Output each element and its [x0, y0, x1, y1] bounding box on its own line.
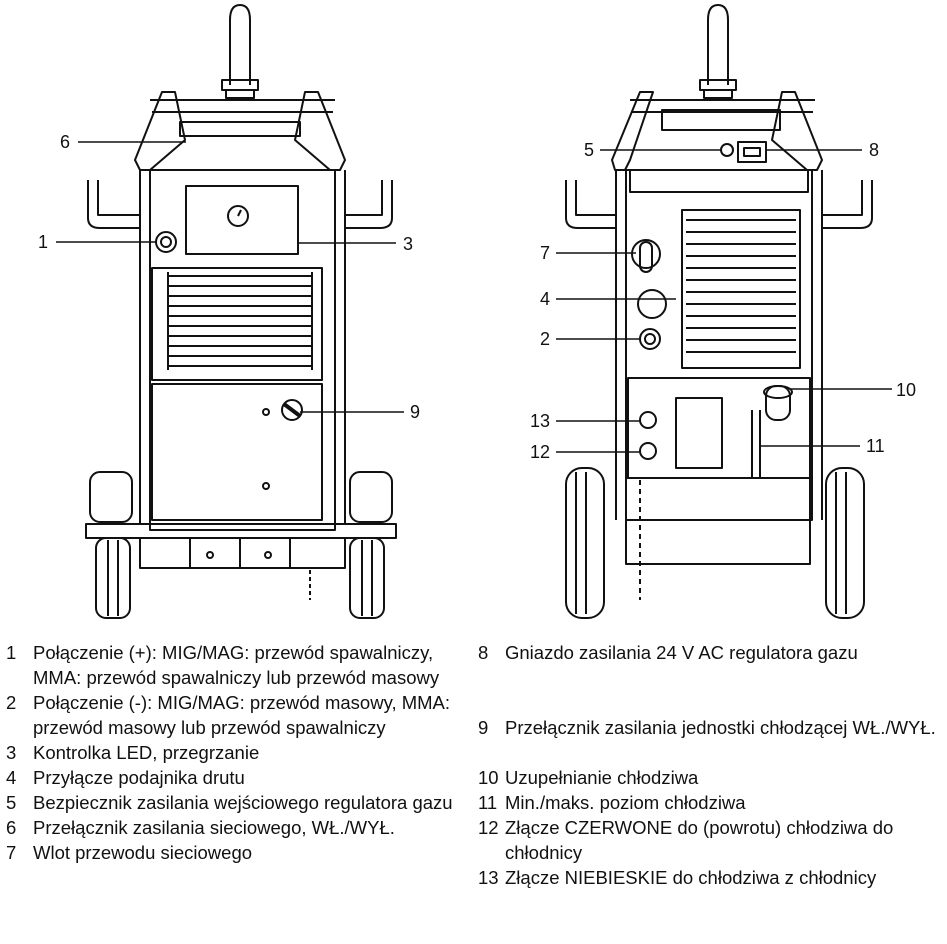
legend-text: Min./maks. poziom chłodziwa: [505, 792, 746, 813]
legend-item-8: 8 Gniazdo zasilania 24 V AC regulatora ga…: [478, 640, 946, 665]
legend-item-1: 1 Połączenie (+): MIG/MAG: przewód spawal…: [6, 640, 461, 690]
legend-item-6: 6 Przełącznik zasilania sieciowego, WŁ./W…: [6, 815, 461, 840]
legend-text: Połączenie (+): MIG/MAG: przewód spawaln…: [33, 642, 440, 688]
legend-text: Gniazdo zasilania 24 V AC regulatora gaz…: [505, 642, 858, 663]
legend-text: Przyłącze podajnika drutu: [33, 767, 245, 788]
legend-number: 5: [6, 792, 17, 813]
machine-diagram: 6 1 3 9 5 8 7 4 2 10 13 11 12: [38, 4, 916, 619]
legend-item-9: 9 Przełącznik zasilania jednostki chłodzą…: [478, 715, 946, 740]
legend-number: 4: [6, 767, 17, 788]
legend-number: 6: [6, 817, 17, 838]
callout-9: 9: [410, 402, 420, 422]
legend-item-11: 11 Min./maks. poziom chłodziwa: [478, 790, 946, 815]
callout-5: 5: [584, 140, 594, 160]
callout-4: 4: [540, 289, 550, 309]
callout-12: 12: [530, 442, 550, 462]
legend-number: 8: [478, 642, 489, 663]
legend-number: 1: [6, 642, 17, 663]
legend-item-10: 10 Uzupełnianie chłodziwa: [478, 765, 946, 790]
legend-number: 10: [478, 767, 499, 788]
legend-number: 9: [478, 717, 489, 738]
legend-text: Przełącznik zasilania jednostki chłodząc…: [505, 717, 936, 738]
legend-text: Wlot przewodu sieciowego: [33, 842, 253, 863]
legend-item-5: 5 Bezpiecznik zasilania wejściowego regul…: [6, 790, 461, 815]
legend-number: 11: [478, 792, 498, 813]
legend-number: 2: [6, 692, 17, 713]
callout-8: 8: [869, 140, 879, 160]
callout-10: 10: [896, 380, 916, 400]
legend-text: Połączenie (-): MIG/MAG: przewód masowy,…: [33, 692, 451, 738]
callout-6: 6: [60, 132, 70, 152]
callout-11: 11: [866, 436, 885, 456]
back-view: [565, 4, 873, 619]
legend-right: 8 Gniazdo zasilania 24 V AC regulatora ga…: [478, 640, 946, 890]
callout-7: 7: [540, 243, 550, 263]
callout-1: 1: [38, 232, 48, 252]
legend-number: 7: [6, 842, 17, 863]
callout-13: 13: [530, 411, 550, 431]
legend-text: Złącze CZERWONE do (powrotu) chłodziwa d…: [505, 817, 894, 863]
legend-number: 13: [478, 867, 499, 888]
legend-text: Bezpiecznik zasilania wejściowego regula…: [33, 792, 453, 813]
legend-text: Kontrolka LED, przegrzanie: [33, 742, 260, 763]
legend-item-13: 13 Złącze NIEBIESKIE do chłodziwa z chłod…: [478, 865, 946, 890]
legend-item-2: 2 Połączenie (-): MIG/MAG: przewód masowy…: [6, 690, 461, 740]
legend-number: 3: [6, 742, 17, 763]
legend-text: Przełącznik zasilania sieciowego, WŁ./WY…: [33, 817, 395, 838]
callout-2: 2: [540, 329, 550, 349]
legend-item-3: 3 Kontrolka LED, przegrzanie: [6, 740, 461, 765]
front-view: [85, 4, 397, 619]
legend-number: 12: [478, 817, 499, 838]
legend-item-12: 12 Złącze CZERWONE do (powrotu) chłodziwa…: [478, 815, 946, 865]
legend-item-7: 7 Wlot przewodu sieciowego: [6, 840, 461, 865]
legend-item-4: 4 Przyłącze podajnika drutu: [6, 765, 461, 790]
callout-3: 3: [403, 234, 413, 254]
legend-text: Złącze NIEBIESKIE do chłodziwa z chłodni…: [505, 867, 877, 888]
legend-left: 1 Połączenie (+): MIG/MAG: przewód spawal…: [6, 640, 461, 865]
legend-text: Uzupełnianie chłodziwa: [505, 767, 699, 788]
